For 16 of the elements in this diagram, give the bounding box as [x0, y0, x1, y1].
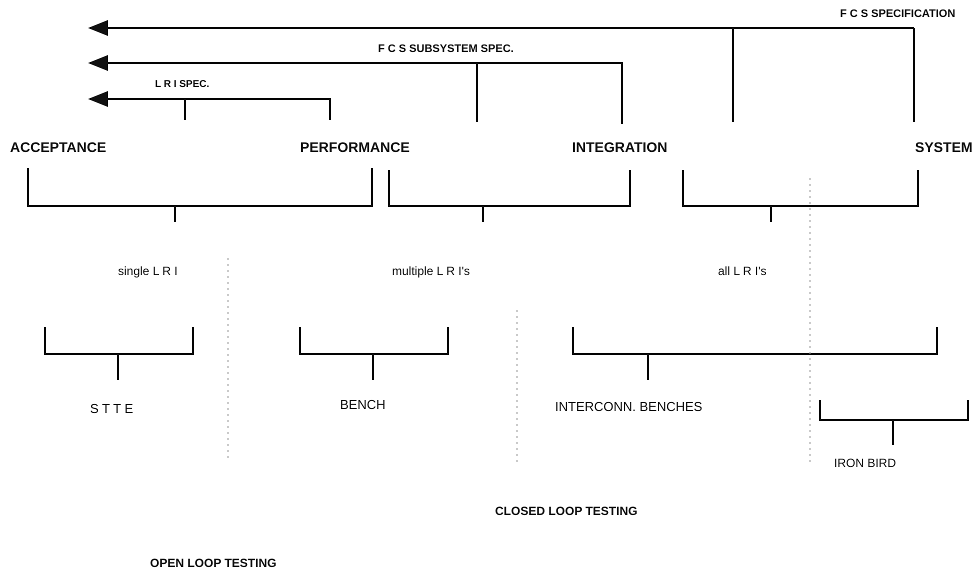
phase-heading: ACCEPTANCE [10, 140, 106, 154]
scope-label: single L R I [118, 265, 178, 277]
testing-label: CLOSED LOOP TESTING [495, 505, 638, 517]
phase-heading: SYSTEM [915, 140, 973, 154]
phase-heading: INTEGRATION [572, 140, 668, 154]
phase-heading: PERFORMANCE [300, 140, 410, 154]
scope-label: multiple L R I's [392, 265, 470, 277]
scope-label: all L R I's [718, 265, 767, 277]
facility-label: S T T E [90, 402, 134, 415]
spec-title: F C S SUBSYSTEM SPEC. [378, 44, 514, 55]
facility-label: INTERCONN. BENCHES [555, 400, 702, 413]
facility-label: IRON BIRD [834, 457, 896, 469]
testing-label: OPEN LOOP TESTING [150, 557, 276, 569]
spec-title: L R I SPEC. [155, 80, 210, 90]
spec-title: F C S SPECIFICATION [840, 9, 956, 20]
facility-label: BENCH [340, 398, 386, 411]
